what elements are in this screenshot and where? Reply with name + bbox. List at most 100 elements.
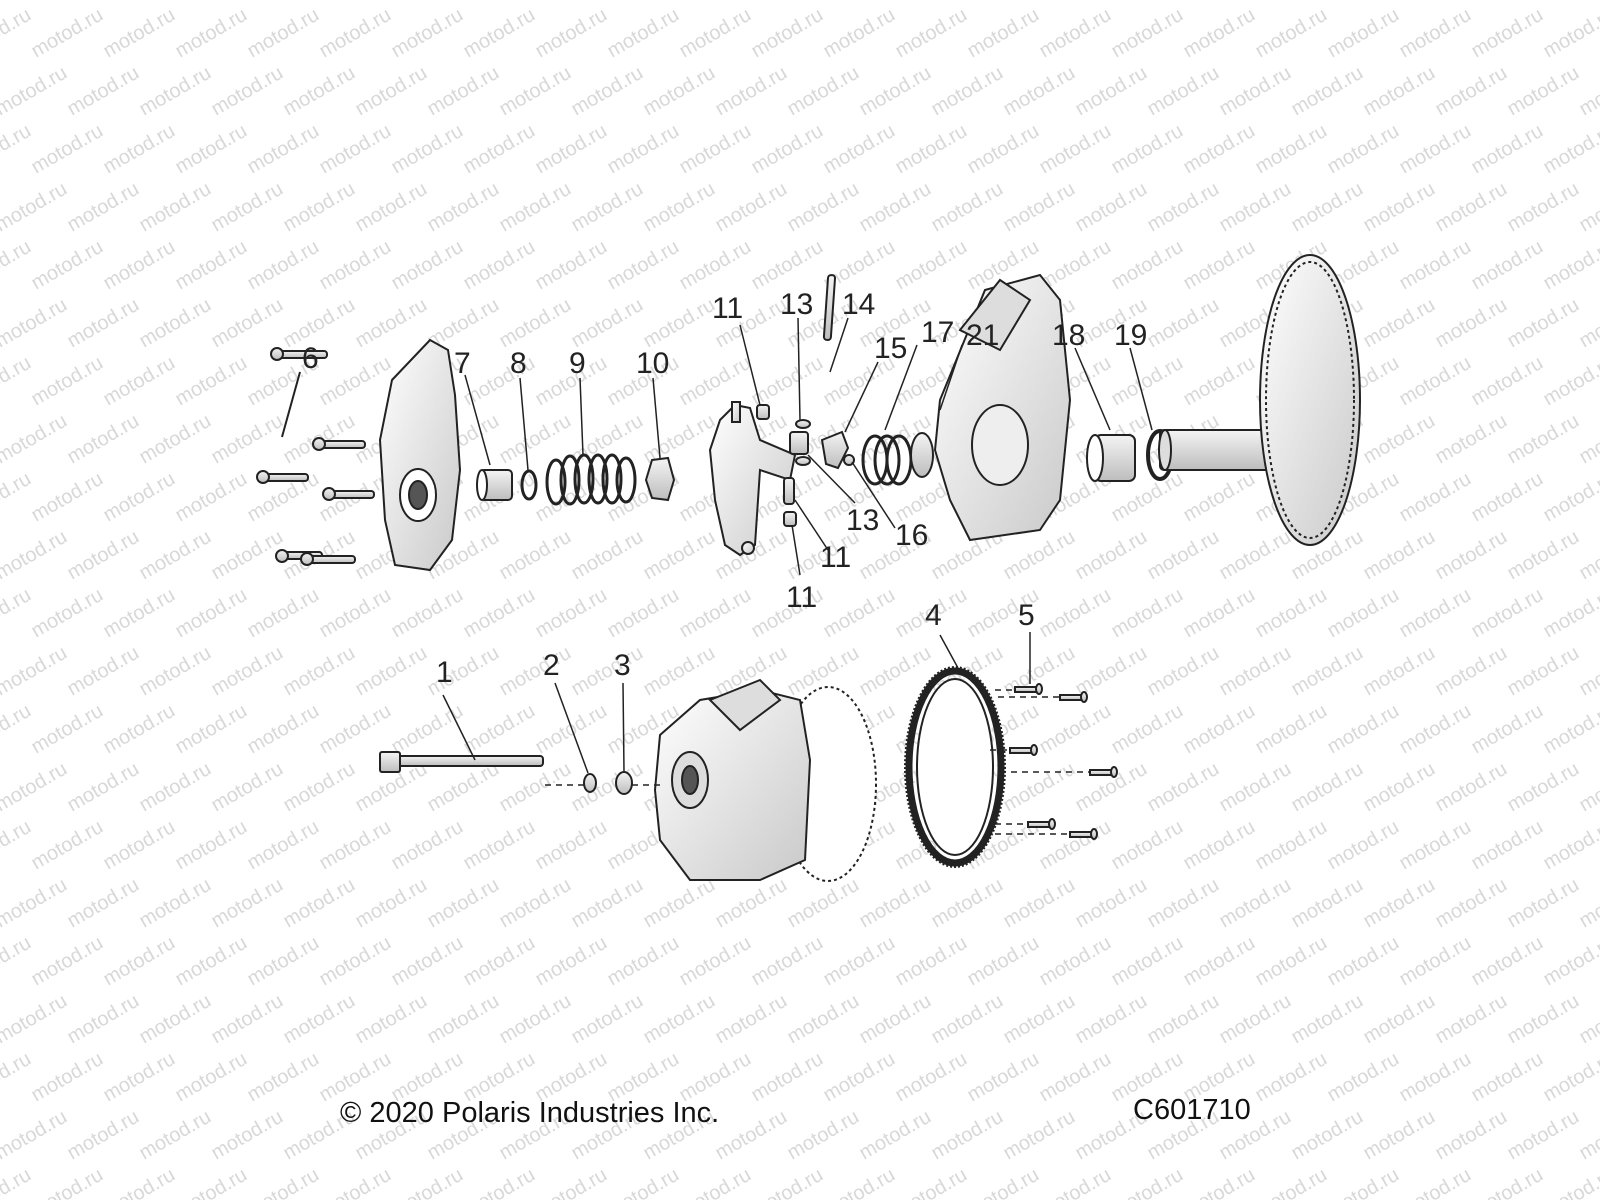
watermark-text: motod.ru bbox=[964, 4, 1043, 63]
watermark-text: motod.ru bbox=[460, 700, 539, 759]
watermark-text: motod.ru bbox=[280, 874, 359, 933]
part-6-bolts bbox=[256, 347, 375, 566]
watermark-text: motod.ru bbox=[244, 4, 323, 63]
watermark-text: motod.ru bbox=[64, 178, 143, 237]
watermark-text: motod.ru bbox=[352, 294, 431, 353]
watermark-text: motod.ru bbox=[1576, 0, 1600, 4]
part-2-washer bbox=[583, 773, 597, 793]
watermark-text: motod.ru bbox=[964, 1048, 1043, 1107]
watermark-text: motod.ru bbox=[1036, 700, 1115, 759]
watermark-text: motod.ru bbox=[1360, 526, 1439, 585]
watermark-text: motod.ru bbox=[892, 1164, 971, 1200]
watermark-text: motod.ru bbox=[316, 584, 395, 643]
watermark-text: motod.ru bbox=[316, 4, 395, 63]
watermark-text: motod.ru bbox=[568, 874, 647, 933]
watermark-text: motod.ru bbox=[532, 236, 611, 295]
watermark-text: motod.ru bbox=[928, 62, 1007, 121]
watermark-text: motod.ru bbox=[496, 178, 575, 237]
watermark-text: motod.ru bbox=[1072, 62, 1151, 121]
watermark-text: motod.ru bbox=[388, 1164, 467, 1200]
watermark-text: motod.ru bbox=[1576, 874, 1600, 933]
watermark-text: motod.ru bbox=[1144, 642, 1223, 701]
watermark-text: motod.ru bbox=[136, 526, 215, 585]
part-5-screws bbox=[1009, 683, 1118, 840]
watermark-text: motod.ru bbox=[640, 642, 719, 701]
watermark-text: motod.ru bbox=[280, 0, 359, 4]
watermark-text: motod.ru bbox=[1180, 352, 1259, 411]
watermark-text: motod.ru bbox=[28, 468, 107, 527]
watermark-text: motod.ru bbox=[460, 584, 539, 643]
watermark-text: motod.ru bbox=[1144, 62, 1223, 121]
watermark-text: motod.ru bbox=[928, 1106, 1007, 1165]
callout-5: 5 bbox=[1018, 599, 1035, 632]
watermark-text: motod.ru bbox=[1396, 1164, 1475, 1200]
watermark-text: motod.ru bbox=[244, 1048, 323, 1107]
watermark-text: motod.ru bbox=[0, 874, 71, 933]
watermark-text: motod.ru bbox=[1432, 294, 1511, 353]
part-10-retainer bbox=[644, 456, 676, 502]
watermark-text: motod.ru bbox=[640, 294, 719, 353]
watermark-text: motod.ru bbox=[1432, 526, 1511, 585]
watermark-text: motod.ru bbox=[0, 178, 71, 237]
watermark-text: motod.ru bbox=[352, 0, 431, 4]
watermark-text: motod.ru bbox=[28, 120, 107, 179]
watermark-text: motod.ru bbox=[856, 62, 935, 121]
watermark-text: motod.ru bbox=[1504, 1106, 1583, 1165]
copyright-text: © 2020 Polaris Industries Inc. bbox=[340, 1097, 720, 1129]
watermark-text: motod.ru bbox=[1216, 62, 1295, 121]
watermark-text: motod.ru bbox=[136, 642, 215, 701]
watermark-text: motod.ru bbox=[424, 62, 503, 121]
watermark-text: motod.ru bbox=[1324, 932, 1403, 991]
watermark-text: motod.ru bbox=[1576, 526, 1600, 585]
watermark-text: motod.ru bbox=[208, 874, 287, 933]
watermark-text: motod.ru bbox=[784, 62, 863, 121]
watermark-text: motod.ru bbox=[460, 1164, 539, 1200]
watermark-text: motod.ru bbox=[964, 932, 1043, 991]
watermark-text: motod.ru bbox=[1468, 584, 1547, 643]
callout-13: 13 bbox=[846, 504, 879, 537]
watermark-text: motod.ru bbox=[1036, 1164, 1115, 1200]
watermark-text: motod.ru bbox=[1504, 758, 1583, 817]
watermark-text: motod.ru bbox=[1576, 294, 1600, 353]
watermark-text: motod.ru bbox=[0, 584, 35, 643]
watermark-text: motod.ru bbox=[1000, 990, 1079, 1049]
watermark-text: motod.ru bbox=[748, 932, 827, 991]
watermark-text: motod.ru bbox=[1432, 990, 1511, 1049]
watermark-text: motod.ru bbox=[568, 642, 647, 701]
watermark-text: motod.ru bbox=[208, 62, 287, 121]
watermark-text: motod.ru bbox=[1576, 990, 1600, 1049]
watermark-text: motod.ru bbox=[604, 120, 683, 179]
watermark-text: motod.ru bbox=[1360, 1106, 1439, 1165]
watermark-text: motod.ru bbox=[1576, 758, 1600, 817]
watermark-text: motod.ru bbox=[568, 758, 647, 817]
watermark-text: motod.ru bbox=[676, 584, 755, 643]
watermark-text: motod.ru bbox=[676, 4, 755, 63]
watermark-text: motod.ru bbox=[172, 1048, 251, 1107]
watermark-text: motod.ru bbox=[1468, 468, 1547, 527]
watermark-text: motod.ru bbox=[784, 874, 863, 933]
watermark-text: motod.ru bbox=[1360, 294, 1439, 353]
watermark-text: motod.ru bbox=[532, 1164, 611, 1200]
watermark-text: motod.ru bbox=[280, 62, 359, 121]
watermark-text: motod.ru bbox=[784, 178, 863, 237]
watermark-text: motod.ru bbox=[1108, 816, 1187, 875]
watermark-text: motod.ru bbox=[244, 932, 323, 991]
watermark-text: motod.ru bbox=[928, 874, 1007, 933]
watermark-text: motod.ru bbox=[1216, 758, 1295, 817]
diagram-id: C601710 bbox=[1133, 1094, 1251, 1126]
moveable-sheave bbox=[933, 273, 1072, 542]
watermark-text: motod.ru bbox=[100, 468, 179, 527]
watermark-text: motod.ru bbox=[1468, 352, 1547, 411]
watermark-text: motod.ru bbox=[100, 236, 179, 295]
watermark-text: motod.ru bbox=[748, 120, 827, 179]
watermark-text: motod.ru bbox=[1180, 584, 1259, 643]
watermark-text: motod.ru bbox=[100, 932, 179, 991]
watermark-text: motod.ru bbox=[1288, 758, 1367, 817]
watermark-text: motod.ru bbox=[676, 352, 755, 411]
watermark-text: motod.ru bbox=[1252, 584, 1331, 643]
watermark-text: motod.ru bbox=[28, 816, 107, 875]
watermark-text: motod.ru bbox=[1396, 816, 1475, 875]
watermark-text: motod.ru bbox=[712, 990, 791, 1049]
watermark-text: motod.ru bbox=[28, 4, 107, 63]
